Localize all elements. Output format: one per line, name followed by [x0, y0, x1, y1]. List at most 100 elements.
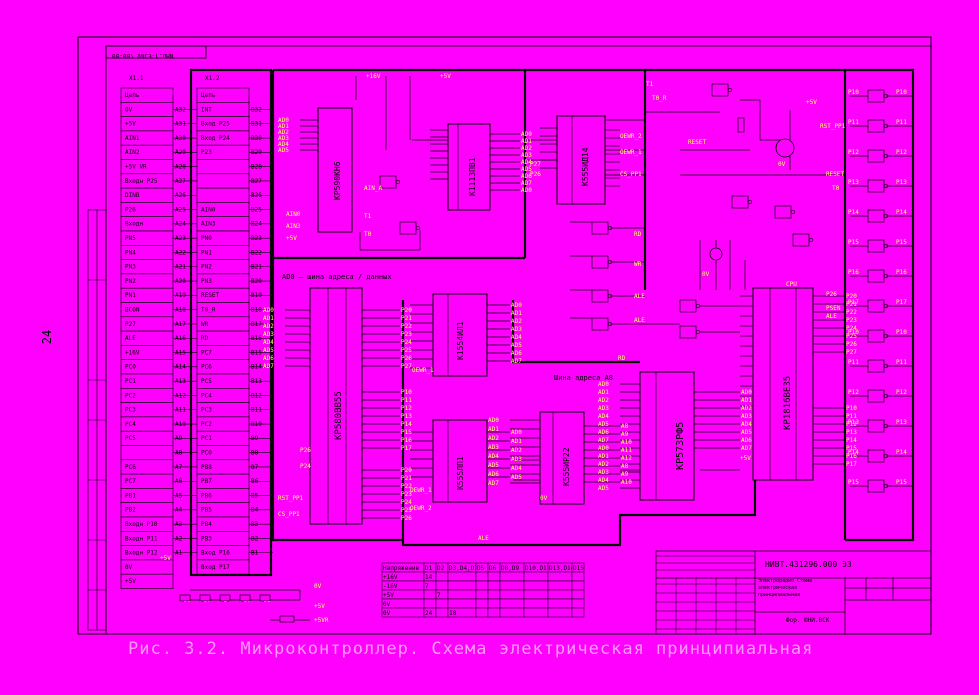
connector-row-label: PC1: [201, 435, 212, 442]
connector-row-label: PN1: [201, 249, 212, 256]
chip-k555lp1-label: К555ЛП1: [456, 456, 465, 490]
logic-gate: [591, 289, 609, 303]
signal-label: CPU: [786, 281, 797, 288]
signal-label: +5VR: [314, 617, 329, 624]
pin-signal-label: AD1: [263, 315, 274, 322]
pin-signal-label: AD7: [521, 180, 532, 187]
power-table-text: 14: [425, 574, 433, 581]
signal-label: +5V: [440, 73, 451, 80]
pin-signal-label: AD7: [741, 445, 752, 452]
connector-pin-label: A15: [175, 349, 186, 356]
logic-gate-bubble: [695, 303, 701, 309]
pin-signal-label: P20: [401, 467, 412, 474]
pin-signal-label: AD5: [511, 474, 522, 481]
connector-pin-label: B14: [251, 364, 262, 371]
connector-pin-label: A31: [175, 121, 186, 128]
logic-gate-bubble: [808, 237, 814, 243]
signal-label: RST_PP1: [278, 495, 304, 502]
power-table-cell: [499, 607, 525, 618]
logic-gate-bubble: [727, 87, 733, 93]
power-table-text: 18: [449, 610, 457, 617]
connector-pin-label: B8: [251, 450, 259, 457]
logic-gate: [591, 317, 609, 331]
buffer-signal-label: P12: [896, 389, 907, 396]
signal-label: WR: [634, 261, 642, 268]
connector-pin-label: A5: [175, 492, 183, 499]
buffer-signal-label: P11: [896, 359, 907, 366]
pin-signal-label: AD1: [511, 310, 522, 317]
output-buffer: [867, 389, 885, 403]
pin-signal-label: AD7: [263, 363, 274, 370]
connector-row-label: PC0: [125, 364, 136, 371]
signal-label: AIN3: [286, 223, 301, 230]
signal-label: +5V: [314, 603, 325, 610]
connector-pin-label: A4: [175, 507, 183, 514]
pin-signal-label: AD1: [521, 138, 532, 145]
power-table-cell: [423, 598, 437, 609]
pin-signal-label: AD5: [263, 347, 274, 354]
connector-pin-label: A19: [175, 292, 186, 299]
connector-row-label: PC4: [201, 392, 212, 399]
pin-signal-label: P13: [846, 429, 857, 436]
pin-signal-label: P11: [401, 397, 412, 404]
connector-pin-label: A13: [175, 378, 186, 385]
power-table-cell: [475, 589, 489, 600]
connector-row-label: PC3: [125, 407, 136, 414]
pin-signal-label: P26: [401, 515, 412, 522]
signal-label: OEWR_1: [412, 367, 434, 374]
connector-row-label: PC5: [201, 378, 212, 385]
logic-gate-bubble: [747, 199, 753, 205]
connector-pin-label: B25: [251, 206, 262, 213]
buffer-signal-label: P10: [848, 329, 859, 336]
pin-signal-label: AD5: [521, 166, 532, 173]
buffer-signal-label: P13: [896, 419, 907, 426]
pin-signal-label: P12: [846, 421, 857, 428]
connector-row-label: PN1: [125, 292, 136, 299]
connector-pin-label: B28: [251, 164, 262, 171]
signal-label: +5V: [740, 455, 751, 462]
connector-row-label: P26: [125, 206, 136, 213]
connector-row-label: PB5: [201, 507, 212, 514]
pin-signal-label: AD5: [598, 421, 609, 428]
signal-label: 0V: [540, 495, 548, 502]
connector-pin-label: B27: [251, 178, 262, 185]
buffer-signal-label: P17: [848, 299, 859, 306]
buffer-signal-label: P16: [848, 269, 859, 276]
pin-signal-label: AD0: [488, 417, 499, 424]
module-outlines: [189, 68, 915, 577]
pin-signal-label: P17: [401, 445, 412, 452]
pin-signal-label: P23: [846, 317, 857, 324]
power-table-cell: [547, 571, 573, 582]
pin-signal-label: AD4: [278, 141, 289, 148]
power-table-cell: [571, 589, 585, 600]
connector-pin-label: B17: [251, 321, 262, 328]
pin-signal-label: P14: [846, 437, 857, 444]
pin-signal-label: P15: [401, 429, 412, 436]
pin-signal-label: P24: [401, 499, 412, 506]
connector-pin-label: A23: [175, 235, 186, 242]
buffer-signal-label: P14: [848, 449, 859, 456]
logic-gate-bubble: [395, 179, 401, 185]
pin-signal-label: P11: [846, 413, 857, 420]
pin-signal-label: AD6: [521, 173, 532, 180]
pin-signal-label: P12: [401, 405, 412, 412]
pin-signal-label: AD4: [598, 477, 609, 484]
logic-gate: [591, 255, 609, 269]
logic-gate: [792, 233, 810, 247]
chip-kr590kn6: КР590КН6: [317, 107, 353, 233]
logic-gate: [379, 175, 397, 189]
pin-signal-label: P26: [401, 355, 412, 362]
corner-stamp: 00-007 9ИСЭ-Г.ОНИ: [112, 52, 174, 59]
signal-label: 0V: [702, 271, 710, 278]
pin-signal-label: P24: [846, 325, 857, 332]
connector-pin-label: A7: [175, 464, 183, 471]
pin-signal-label: P15: [846, 445, 857, 452]
connector-pin-label: A22: [175, 249, 186, 256]
bus-label-address-data: AD0 – шина адреса / данных: [282, 273, 392, 281]
pin-signal-label: AD4: [511, 334, 522, 341]
pin-signal-label: AD6: [488, 471, 499, 478]
power-table-text: D1: [425, 565, 433, 572]
connector-row-label: PC7: [201, 349, 212, 356]
chip-k1113pv1: К1113ПВ1: [447, 123, 491, 211]
